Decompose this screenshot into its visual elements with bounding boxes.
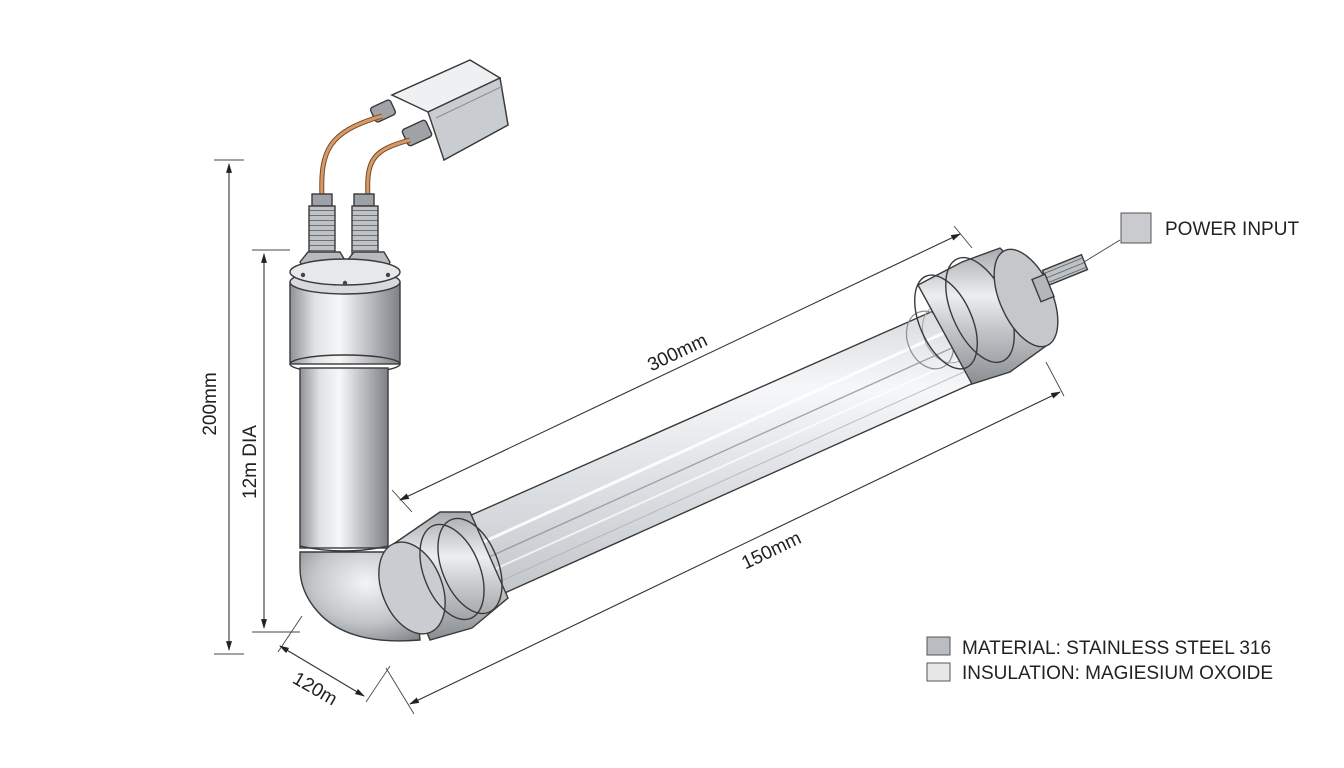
power-input-swatch	[1120, 212, 1152, 244]
dimension-300mm-label: 300mm	[645, 330, 711, 376]
dimension-200mm-label: 200mm	[200, 372, 221, 435]
insulation-swatch	[926, 662, 951, 682]
terminal-head	[289, 258, 401, 374]
dimension-200mm	[214, 159, 244, 655]
dimension-120m	[277, 615, 391, 703]
power-stud	[1031, 253, 1089, 303]
power-input-callout	[1083, 212, 1152, 263]
material-swatch	[926, 636, 951, 656]
dimension-120m-label: 120m	[289, 668, 341, 710]
lead-wires	[319, 113, 411, 199]
dimension-12m-dia-label: 12m DIA	[240, 425, 261, 499]
dimension-12m-dia	[252, 249, 300, 633]
vertical-sheath	[299, 367, 389, 559]
junction-box	[369, 59, 509, 162]
legend	[926, 636, 951, 682]
dimension-150mm-label: 150mm	[739, 528, 805, 574]
dimension-150mm	[385, 361, 1065, 715]
power-input-label: POWER INPUT	[1165, 219, 1299, 240]
material-label: MATERIAL: STAINLESS STEEL 316	[962, 638, 1271, 659]
insulation-label: INSULATION: MAGIESIUM OXOIDE	[962, 663, 1273, 684]
